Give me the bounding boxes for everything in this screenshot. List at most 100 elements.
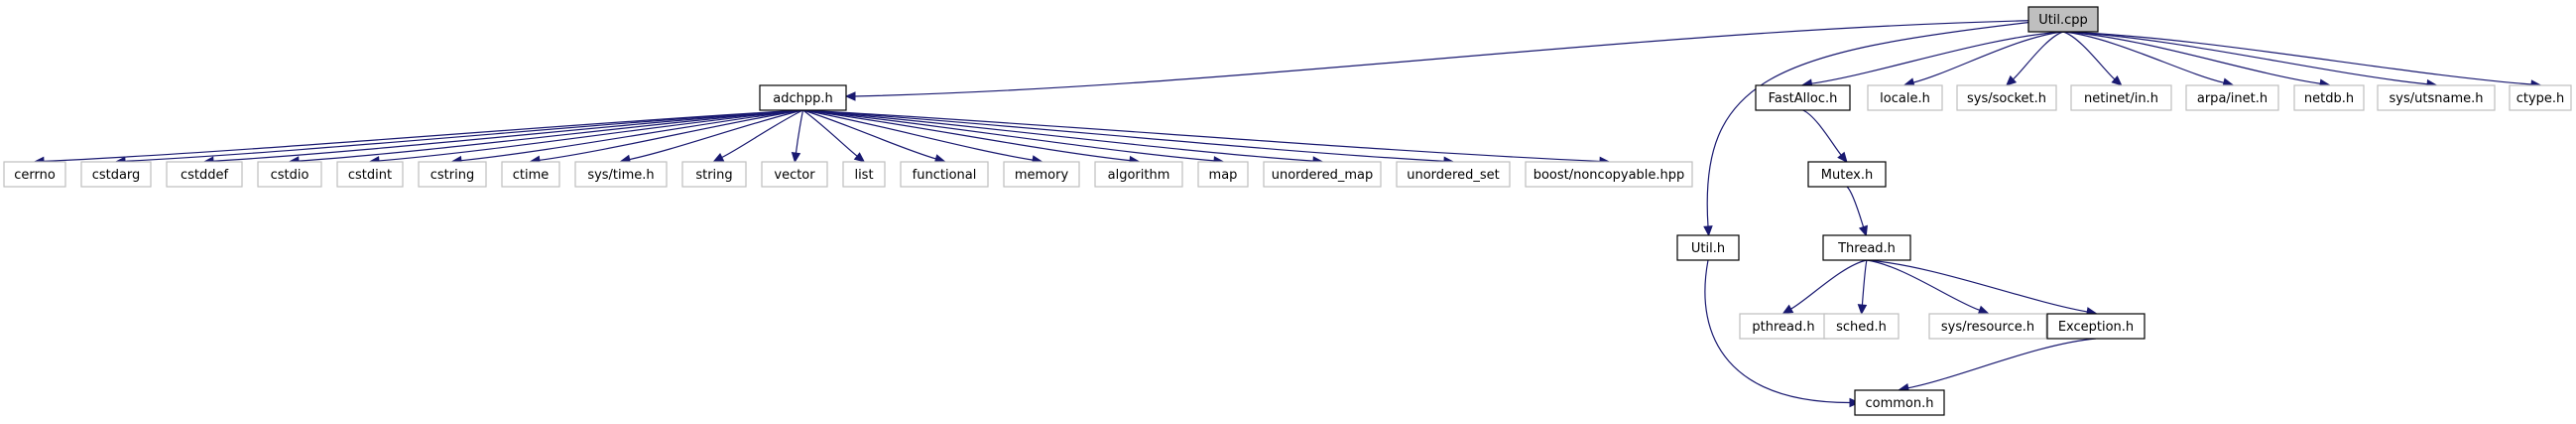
- node-box: [2377, 84, 2496, 111]
- edge-line: [539, 109, 803, 161]
- node-label: algorithm: [1108, 168, 1170, 183]
- node-sys-time-h: sys/time.h: [574, 161, 668, 188]
- node-functional: functional: [900, 161, 989, 188]
- node-arpa-inet-h: arpa/inet.h: [2185, 84, 2279, 111]
- node-box: [1396, 161, 1511, 188]
- node-label: string: [695, 168, 732, 183]
- node-label: sys/time.h: [587, 168, 654, 183]
- edge-line: [802, 109, 1601, 163]
- node-label: sched.h: [1836, 320, 1887, 335]
- node-cstring: cstring: [418, 161, 487, 188]
- node-adchpp-h[interactable]: adchpp.h: [759, 84, 847, 111]
- node-box: [80, 161, 152, 188]
- node-util-h[interactable]: Util.h: [1676, 234, 1740, 261]
- edge-arrowhead: [1703, 225, 1713, 237]
- node-common-h[interactable]: common.h: [1854, 389, 1945, 416]
- edge-util_cpp-to-util_h: [1703, 21, 2034, 237]
- node-box: [257, 161, 322, 188]
- node-cstdarg: cstdarg: [80, 161, 152, 188]
- node-label: ctime: [513, 168, 550, 183]
- edge-util_cpp-to-fastalloc_h: [1801, 31, 2064, 88]
- edge-arrowhead: [1858, 224, 1868, 237]
- node-box: [3, 161, 66, 188]
- node-label: common.h: [1866, 396, 1934, 411]
- edge-line: [802, 109, 1314, 162]
- node-fastalloc-h[interactable]: FastAlloc.h: [1755, 84, 1851, 111]
- node-box: [418, 161, 487, 188]
- node-box: [2070, 84, 2172, 111]
- node-sys-utsname-h: sys/utsname.h: [2377, 84, 2496, 111]
- node-box: [574, 161, 668, 188]
- edge-mutex_h-to-thread_h: [1846, 186, 1868, 237]
- node-cstddef: cstddef: [166, 161, 243, 188]
- edge-adchpp_h-to-memory: [802, 109, 1043, 165]
- node-box: [900, 161, 989, 188]
- node-mutex-h[interactable]: Mutex.h: [1807, 161, 1887, 188]
- node-cstdint: cstdint: [336, 161, 404, 188]
- edge-adchpp_h-to-boost_noncopyable_hpp: [802, 109, 1611, 167]
- edge-adchpp_h-to-ctime: [529, 109, 803, 165]
- edge-arrowhead: [2111, 74, 2123, 86]
- node-sys-socket-h: sys/socket.h: [1956, 84, 2057, 111]
- node-label: Exception.h: [2058, 320, 2134, 335]
- node-label: cstdarg: [92, 168, 141, 183]
- node-boost-noncopyable-hpp: boost/noncopyable.hpp: [1525, 161, 1693, 188]
- edge-arrowhead: [2006, 74, 2018, 86]
- edge-line: [2062, 31, 2321, 84]
- node-label: pthread.h: [1752, 320, 1814, 335]
- node-label: boost/noncopyable.hpp: [1533, 168, 1685, 183]
- node-box: [1807, 161, 1887, 188]
- node-label: list: [854, 168, 873, 183]
- edge-line: [1861, 259, 1868, 306]
- edge-util_cpp-to-sys_socket_h: [2006, 31, 2064, 86]
- edge-line: [378, 109, 803, 162]
- node-box: [2046, 313, 2146, 340]
- node-label: map: [1209, 168, 1238, 183]
- node-unordered-map: unordered_map: [1263, 161, 1382, 188]
- node-box: [1094, 161, 1183, 188]
- edge-line: [1706, 21, 2034, 227]
- edge-line: [802, 109, 936, 160]
- edge-line: [2062, 31, 2116, 80]
- edge-thread_h-to-sys_resource_h: [1866, 259, 1990, 315]
- node-string: string: [681, 161, 747, 188]
- edge-fastalloc_h-to-mutex_h: [1802, 109, 1848, 164]
- edge-line: [1907, 338, 2097, 389]
- node-label: adchpp.h: [773, 91, 832, 106]
- node-box: [2185, 84, 2279, 111]
- edge-exception_h-to-common_h: [1898, 338, 2097, 393]
- node-label: Util.h: [1691, 241, 1725, 256]
- node-label: unordered_map: [1272, 168, 1374, 183]
- node-box: [2027, 6, 2099, 33]
- node-exception-h[interactable]: Exception.h: [2046, 313, 2146, 340]
- edge-arrowhead: [791, 152, 801, 164]
- edge-arrowhead: [712, 152, 725, 163]
- edge-line: [2062, 31, 2225, 83]
- node-box: [1928, 313, 2047, 340]
- node-label: sys/utsname.h: [2390, 91, 2484, 106]
- node-box: [1263, 161, 1382, 188]
- edge-thread_h-to-pthread_h: [1781, 259, 1868, 315]
- node-label: cstring: [430, 168, 474, 183]
- node-unordered-set: unordered_set: [1396, 161, 1511, 188]
- edge-layer: [33, 20, 2542, 408]
- node-thread-h[interactable]: Thread.h: [1822, 234, 1911, 261]
- node-label: sys/resource.h: [1941, 320, 2034, 335]
- edge-adchpp_h-to-vector: [791, 109, 804, 164]
- node-label: cstdint: [348, 168, 392, 183]
- edge-adchpp_h-to-unordered_set: [802, 109, 1455, 167]
- edge-line: [43, 109, 803, 162]
- edge-line: [1811, 31, 2064, 84]
- edge-line: [298, 109, 803, 162]
- edge-adchpp_h-to-string: [712, 109, 803, 163]
- node-box: [1822, 234, 1911, 261]
- node-label: Util.cpp: [2038, 13, 2088, 28]
- node-pthread-h: pthread.h: [1739, 313, 1828, 340]
- node-label: cstdio: [271, 168, 309, 183]
- edge-arrowhead: [844, 91, 856, 101]
- node-box: [1003, 161, 1080, 188]
- edge-line: [1866, 259, 2088, 313]
- node-box: [1823, 313, 1900, 340]
- edge-line: [802, 109, 1131, 162]
